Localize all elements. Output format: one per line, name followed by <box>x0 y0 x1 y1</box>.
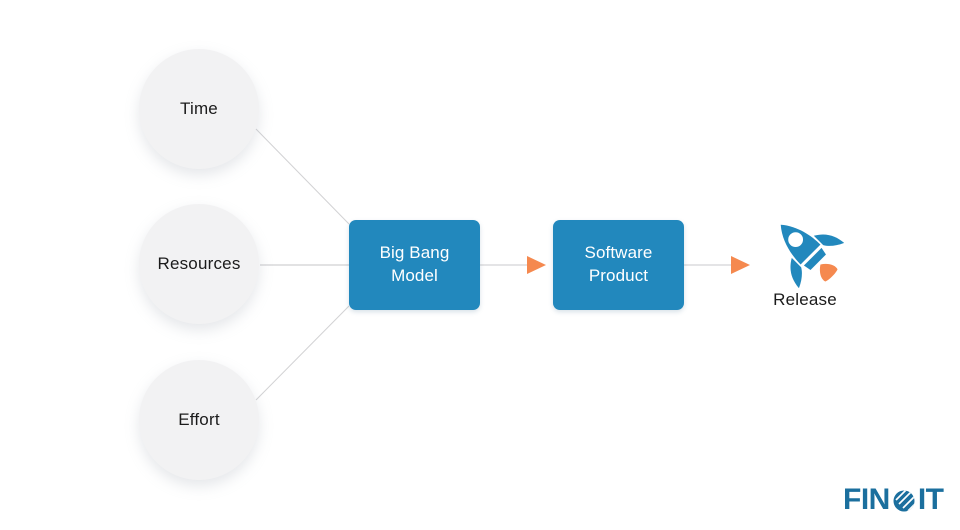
brand-logo: FIN IT <box>843 485 944 515</box>
rocket-icon <box>780 224 844 288</box>
release-label: Release <box>773 290 837 309</box>
connector-effort-to-model <box>255 305 350 401</box>
release-outcome[interactable]: Release <box>755 210 855 320</box>
input-node-effort[interactable]: Effort <box>139 360 259 480</box>
connector-time-to-model <box>255 128 350 225</box>
process-box-software-product[interactable]: Software Product <box>553 220 684 310</box>
process-box-big-bang-model[interactable]: Big Bang Model <box>349 220 480 310</box>
input-node-resources[interactable]: Resources <box>139 204 259 324</box>
arrow-product-to-release <box>731 256 750 274</box>
input-node-time[interactable]: Time <box>139 49 259 169</box>
process-box-big-bang-model-label: Big Bang Model <box>379 243 450 285</box>
striped-ball-o-icon <box>893 490 915 512</box>
brand-logo-prefix: FIN <box>843 483 890 516</box>
process-box-software-product-label: Software Product <box>584 243 653 285</box>
input-node-time-label: Time <box>180 98 218 118</box>
arrow-model-to-product <box>527 256 546 274</box>
brand-logo-suffix: IT <box>917 483 944 516</box>
input-node-effort-label: Effort <box>178 409 220 429</box>
input-node-resources-label: Resources <box>157 253 241 273</box>
